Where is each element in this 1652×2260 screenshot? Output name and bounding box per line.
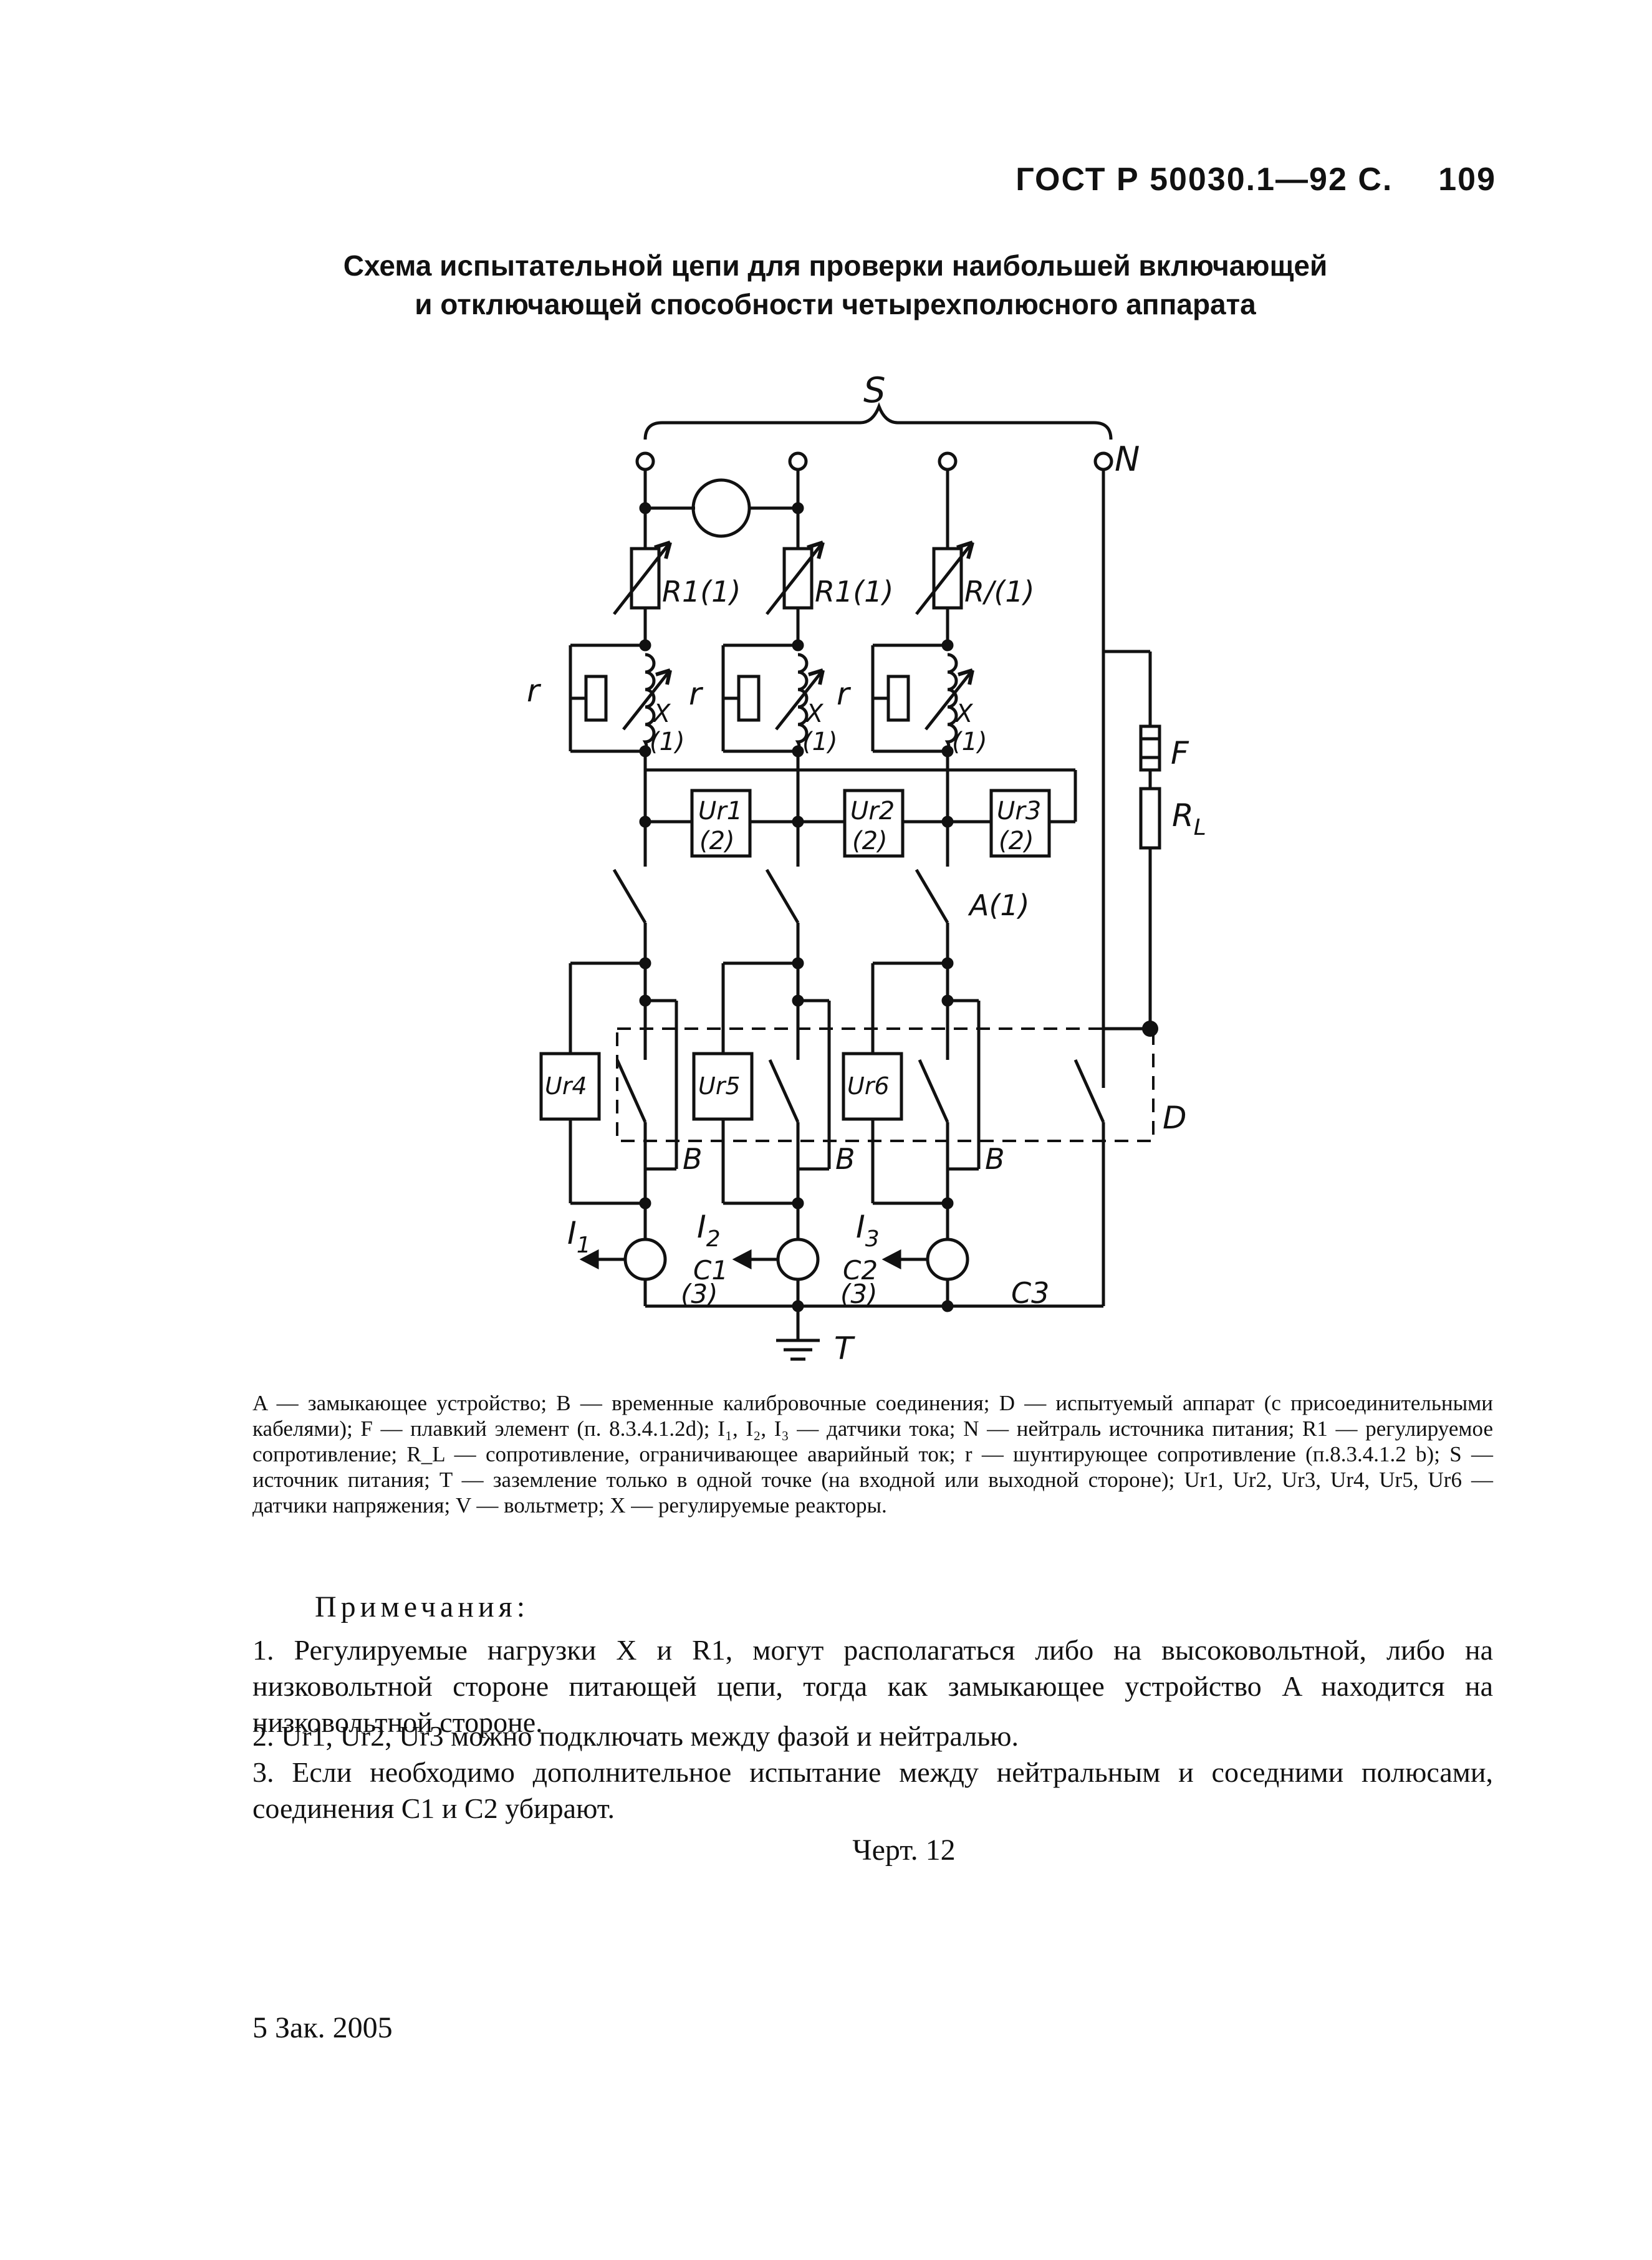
title-line-1: Схема испытательной цепи для проверки на…: [343, 249, 1328, 282]
label-RL-sub: L: [1194, 815, 1206, 840]
note-1: 1. Регулируемые нагрузки X и R1, могут р…: [252, 1634, 1493, 1738]
ground-symbol: [776, 1339, 820, 1361]
sensor-Ur6: [842, 1052, 903, 1121]
label-B-2: B: [835, 1142, 855, 1176]
label-Ur4: Ur4: [545, 1072, 587, 1100]
standard-number: ГОСТ Р 50030.1—92 С.: [1016, 161, 1393, 198]
device-under-test-D: [616, 1027, 1155, 1142]
label-A: A(1): [968, 888, 1030, 922]
terminal-phase-2: [788, 451, 808, 471]
source-brace: [643, 402, 1113, 440]
label-I3-main: I: [856, 1209, 865, 1245]
label-X1-1: (1): [650, 728, 685, 756]
label-D: D: [1163, 1100, 1187, 1136]
sensor-Ur4: [539, 1052, 601, 1121]
figure-caption: Черт. 12: [852, 1834, 956, 1867]
label-I3-sub: 3: [865, 1226, 880, 1252]
label-X1-3: (1): [952, 728, 987, 756]
label-I2-sub: 2: [706, 1226, 721, 1252]
reactor-block-phase-1: [569, 639, 672, 757]
terminal-phase-3: [938, 451, 958, 471]
sensor-Ur3: [989, 789, 1051, 858]
title-line-2: и отключающей способности четырехполюсно…: [415, 288, 1256, 320]
label-C1: C1: [693, 1255, 728, 1286]
label-F: F: [1171, 735, 1189, 771]
label-Ur3-note: (2): [999, 827, 1034, 855]
diagram-title: Схема испытательной цепи для проверки на…: [249, 246, 1421, 324]
current-sensors: [579, 1238, 969, 1340]
reactor-block-phase-2: [721, 639, 825, 757]
closing-device-A: [612, 868, 949, 1019]
note-2: 2. Ur1, Ur2, Ur3 можно подключать между …: [252, 1720, 1019, 1752]
page-header: ГОСТ Р 50030.1—92 С. 109: [748, 161, 1496, 198]
label-Ur1-note: (2): [699, 827, 735, 855]
label-C3: C3: [1011, 1276, 1049, 1310]
label-I1: I1: [567, 1215, 591, 1258]
label-C2-note: (3): [840, 1279, 878, 1309]
label-T: T: [834, 1330, 855, 1367]
calibration-links-B: [639, 994, 981, 1171]
voltmeter: [691, 478, 751, 538]
terminal-neutral: [1093, 451, 1113, 471]
label-B-3: B: [985, 1142, 1005, 1176]
label-Ur2: Ur2: [850, 797, 895, 825]
label-I3: I3: [856, 1209, 880, 1252]
legend-text: A — замыкающее устройство; B — временные…: [252, 1391, 1493, 1517]
label-r-3: r: [837, 676, 852, 712]
fuse-F: [1139, 724, 1161, 772]
label-Ur1: Ur1: [698, 797, 742, 825]
label-Ur3: Ur3: [997, 797, 1041, 825]
sensor-Ur1: [690, 789, 752, 858]
resistor-R1-phase-2: [766, 541, 825, 615]
label-B-1: B: [683, 1142, 703, 1176]
label-X-2: X: [805, 700, 824, 728]
terminal-phase-1: [635, 451, 655, 471]
label-R1-3: R/(1): [964, 575, 1035, 608]
device-D-switches: [615, 1019, 1105, 1306]
label-RL: RL: [1172, 797, 1206, 840]
label-X-1: X: [652, 700, 671, 728]
label-r-1: r: [527, 673, 542, 709]
reactor-block-phase-3: [871, 639, 974, 757]
label-r-2: r: [689, 676, 704, 712]
ur-sensors-lower: [569, 957, 954, 1205]
notes-heading: Примечания:: [315, 1590, 530, 1623]
label-N: N: [1115, 440, 1140, 479]
sensor-Ur5: [692, 1052, 754, 1121]
label-R1-1: R1(1): [662, 575, 741, 608]
label-Ur5: Ur5: [698, 1072, 741, 1100]
sensor-Ur2: [843, 789, 905, 858]
page-number: 109: [1438, 161, 1496, 198]
label-Ur6: Ur6: [847, 1072, 890, 1100]
label-I1-sub: 1: [577, 1233, 591, 1258]
label-S: S: [863, 370, 886, 411]
label-RL-main: R: [1172, 797, 1194, 834]
label-X-3: X: [954, 700, 974, 728]
label-I2-main: I: [697, 1209, 706, 1245]
order-number: 5 Зак. 2005: [252, 2011, 393, 2044]
label-X1-2: (1): [802, 728, 838, 756]
label-C1-note: (3): [681, 1279, 718, 1309]
label-Ur2-note: (2): [852, 827, 888, 855]
label-C2: C2: [843, 1255, 878, 1286]
label-I2: I2: [697, 1209, 721, 1252]
resistor-RL: [1139, 787, 1161, 850]
label-I1-main: I: [567, 1215, 577, 1251]
note-3: 3. Если необходимо дополнительное испыта…: [252, 1756, 1493, 1824]
label-R1-2: R1(1): [815, 575, 893, 608]
